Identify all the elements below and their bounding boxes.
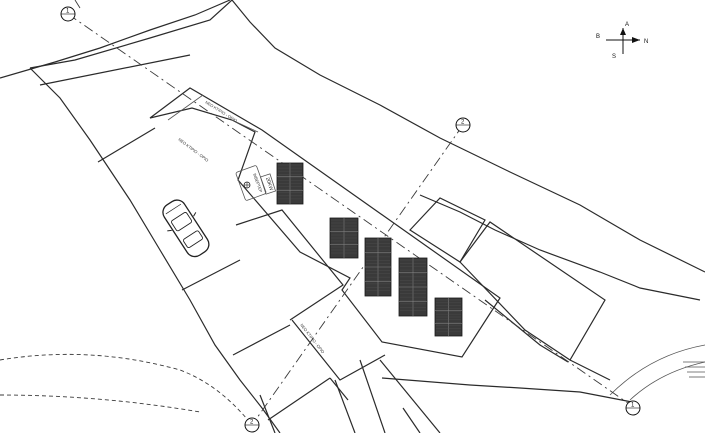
- building-bottom-label: ΝΕΟ ΚΤΙΡΙΟ - ΟΡΙΟ: [299, 323, 325, 355]
- compass-east: A: [625, 22, 629, 28]
- svg-text:2: 2: [250, 420, 254, 426]
- axis-lines: [0, 0, 636, 426]
- compass-west: B: [596, 34, 600, 40]
- compass-north: N: [644, 39, 648, 45]
- axis-marker-1-top: 1: [60, 6, 76, 22]
- svg-text:1: 1: [631, 403, 635, 409]
- parcel-lines: [39, 54, 441, 433]
- building-top-label: ΝΕΟ ΚΤΙΡΙΟ - ΟΡΙΟ: [204, 100, 238, 124]
- svg-text:1: 1: [66, 9, 70, 15]
- solar-panels: [276, 162, 463, 337]
- building-outline: [149, 87, 501, 358]
- axis-marker-2-bottom: 2: [244, 417, 260, 433]
- axis-marker-2-mid: 2: [455, 117, 471, 133]
- adjacent-structures: [409, 197, 611, 381]
- svg-text:2: 2: [461, 120, 465, 126]
- compass-south: S: [612, 54, 616, 60]
- car-icon: [162, 199, 210, 258]
- axis-markers: 1 2 1 2: [60, 6, 641, 433]
- inverter-box: ΙΝΒΕΡΤΕΡ 20KW: [235, 165, 277, 201]
- inverter-label: ΙΝΒΕΡΤΕΡ: [252, 173, 264, 194]
- building-left-label: ΝΕΟ ΚΤΙΡΙΟ - ΟΡΙΟ: [177, 137, 209, 163]
- power-tag: 20KW: [264, 177, 274, 192]
- axis-marker-1-right: 1: [625, 400, 641, 416]
- compass-rose: N B A S: [596, 22, 648, 60]
